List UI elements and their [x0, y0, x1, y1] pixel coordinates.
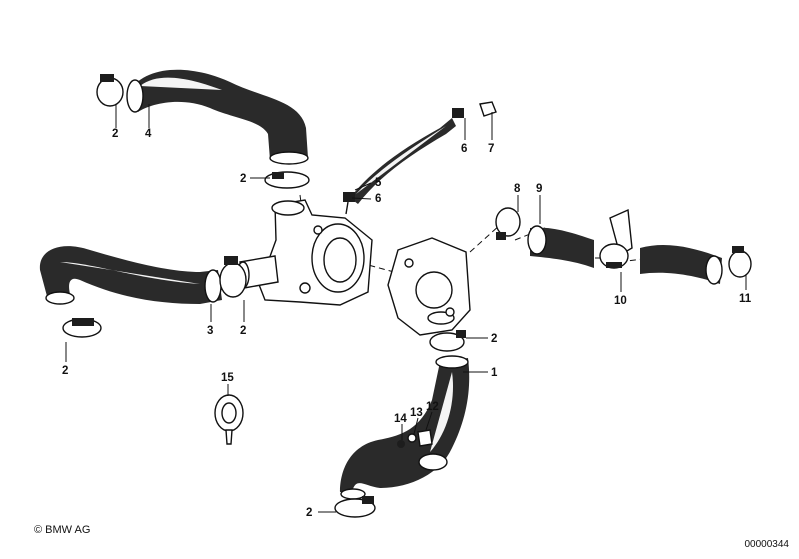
- hose-fitting-6-lower: [343, 192, 355, 215]
- label-15: 15: [221, 372, 234, 384]
- vent-hose-5: [350, 118, 456, 204]
- label-2-left-mid: 2: [240, 325, 246, 337]
- hose-clamp-2-right-mid: [429, 330, 466, 352]
- hose-clamp-2-top: [96, 74, 124, 107]
- label-1: 1: [491, 367, 498, 379]
- copyright-notice: © BMW AG: [34, 524, 91, 536]
- label-7: 7: [488, 143, 494, 155]
- hose-fitting-6-upper: [452, 108, 464, 118]
- hose-right: [640, 245, 723, 285]
- label-2-bottom: 2: [306, 507, 312, 519]
- bracket-12: [417, 429, 433, 447]
- thermostat-housing: [236, 199, 373, 306]
- nut-14: [397, 440, 405, 448]
- label-9: 9: [536, 183, 542, 195]
- hose-clamp-8: [495, 207, 521, 240]
- hose-4: [126, 69, 309, 165]
- hose-1: [340, 355, 470, 500]
- label-6-upper: 6: [461, 143, 467, 155]
- label-2-top: 2: [112, 128, 118, 140]
- washer-13: [407, 433, 417, 443]
- hose-3: [39, 246, 223, 305]
- label-3: 3: [207, 325, 213, 337]
- leader-lines: [65, 104, 747, 513]
- label-12: 12: [426, 401, 439, 413]
- cap-7: [479, 101, 497, 117]
- thermostat-cover: [387, 237, 471, 336]
- label-13: 13: [410, 407, 423, 419]
- label-11: 11: [739, 293, 752, 305]
- hose-clamp-2-lower-left: [62, 318, 102, 338]
- hose-9: [527, 225, 594, 268]
- label-8: 8: [514, 183, 521, 195]
- label-2-upper-mid: 2: [240, 173, 246, 185]
- label-14: 14: [394, 413, 407, 425]
- hose-clamp-2-left-mid: [219, 256, 247, 298]
- label-2-right-mid: 2: [491, 333, 497, 345]
- label-2-lower-left: 2: [62, 365, 68, 377]
- hose-clamp-2-bottom: [334, 496, 376, 518]
- part-labels: 2 4 2 5 6 6 7 8 9 10 11 3 2 2 2 1 2 15 1…: [62, 128, 752, 519]
- label-6-lower: 6: [375, 193, 381, 205]
- label-10: 10: [614, 295, 627, 307]
- label-5: 5: [375, 177, 382, 189]
- clip-15: [214, 394, 244, 445]
- hose-clamp-11: [728, 246, 752, 278]
- document-id: 00000344: [744, 539, 790, 550]
- bracket-10: [599, 208, 633, 269]
- hose-clamp-2-upper-mid: [264, 171, 310, 189]
- label-4: 4: [145, 128, 152, 140]
